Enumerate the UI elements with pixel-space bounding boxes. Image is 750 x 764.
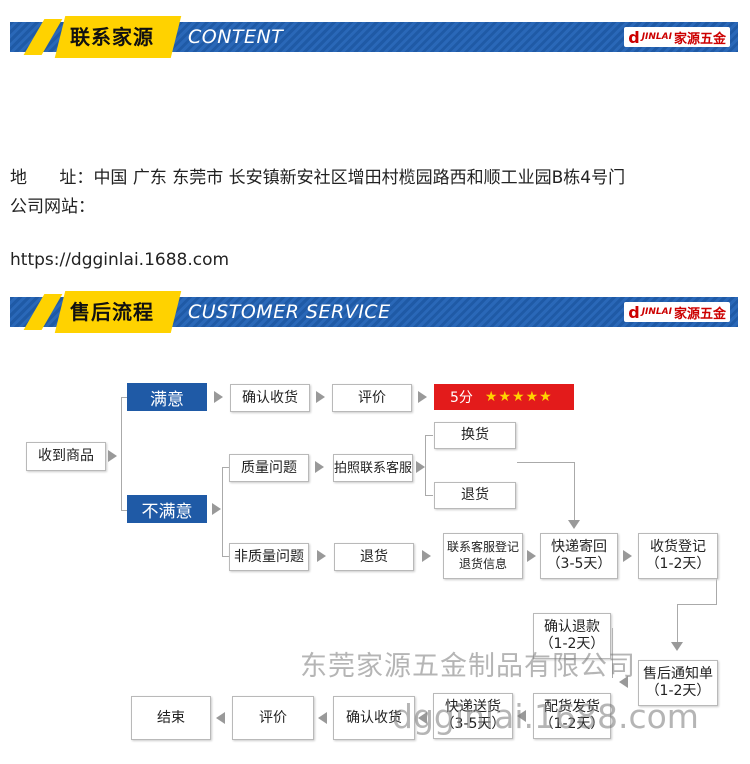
address-line: 地 址：中国 广东 东莞市 长安镇新安社区增田村榄园路西和顺工业园B栋4号门 [10,163,625,188]
address-value: 中国 广东 东莞市 长安镇新安社区增田村榄园路西和顺工业园B栋4号门 [93,168,626,188]
connector-line [121,397,122,511]
connector-line [222,467,229,468]
brand-logo-icon: d [628,27,640,47]
review-box: 评价 [332,384,412,412]
arrow-left-icon [619,676,628,688]
review-box-2: 评价 [232,696,314,740]
non-quality-issue-box: 非质量问题 [229,543,309,571]
return-goods-box-2: 退货 [334,543,414,571]
quality-issue-box: 质量问题 [229,454,309,482]
arrow-right-icon [214,391,223,403]
end-box: 结束 [131,696,211,740]
contact-register-box: 联系客服登记退货信息 [443,533,523,579]
unsatisfied-box: 不满意 [127,495,207,523]
arrow-right-icon [108,450,117,462]
service-banner-subtitle: CUSTOMER SERVICE [188,301,391,323]
reship-box: 配货发货（1-2天） [533,693,611,739]
rating-score: 5分 [450,390,473,406]
arrow-down-icon [568,520,580,529]
contact-banner-title: 联系家源 [70,25,154,49]
website-label: 公司网站： [10,197,95,217]
confirm-refund-box: 确认退款（1-2天） [533,613,611,659]
connector-line [425,495,433,496]
connector-line [121,397,127,398]
brand-logo: d JINLAI 家源五金 [624,302,730,322]
arrow-right-icon [416,461,425,473]
arrow-right-icon [212,503,221,515]
service-banner: 售后流程 CUSTOMER SERVICE d JINLAI 家源五金 [10,291,738,333]
address-label: 地 址： [10,168,94,188]
connector-line [677,604,678,642]
brand-logo-icon: d [628,302,640,322]
photo-contact-service-box: 拍照联系客服 [333,454,413,482]
connector-line [517,462,574,463]
return-goods-box: 退货 [434,482,516,509]
arrow-right-icon [315,461,324,473]
receive-goods-box: 收到商品 [26,442,106,471]
connector-line [677,604,717,605]
star-rating-icon: ★★★★★ [484,389,553,405]
arrow-left-icon [318,712,327,724]
arrow-right-icon [422,550,431,562]
confirm-receipt-box-2: 确认收货 [333,696,415,740]
arrow-right-icon [316,391,325,403]
service-banner-title: 售后流程 [70,300,154,324]
arrow-left-icon [216,712,225,724]
contact-banner: 联系家源 CONTENT d JINLAI 家源五金 [10,16,738,58]
watermark-company: 东莞家源五金制品有限公司 [300,651,636,682]
confirm-receipt-box: 确认收货 [230,384,310,412]
arrow-right-icon [317,550,326,562]
receipt-register-box: 收货登记（1-2天） [638,533,718,579]
exchange-box: 换货 [434,422,516,449]
arrow-right-icon [418,391,427,403]
website-link[interactable]: https://dgginlai.1688.com [10,250,230,270]
satisfied-box: 满意 [127,383,207,411]
arrow-right-icon [623,550,632,562]
connector-line [574,462,575,520]
contact-banner-subtitle: CONTENT [188,26,284,48]
arrow-left-icon [517,710,526,722]
connector-line [612,628,613,678]
connector-line [222,556,229,557]
connector-line [425,435,433,436]
arrow-right-icon [527,550,536,562]
connector-line [425,435,426,496]
connector-line [716,565,717,605]
brand-logo: d JINLAI 家源五金 [624,27,730,47]
arrow-left-icon [418,712,427,724]
rating-badge: 5分 ★★★★★ [434,384,574,410]
arrow-down-icon [671,642,683,651]
after-sales-notice-box: 售后通知单（1-2天） [638,660,718,706]
express-delivery-box: 快递送货（3-5天） [433,693,513,739]
connector-line [222,467,223,557]
watermark-site: dgginlai.1688.com [392,697,699,736]
express-return-box: 快递寄回（3-5天） [540,533,618,579]
connector-line [121,510,127,511]
